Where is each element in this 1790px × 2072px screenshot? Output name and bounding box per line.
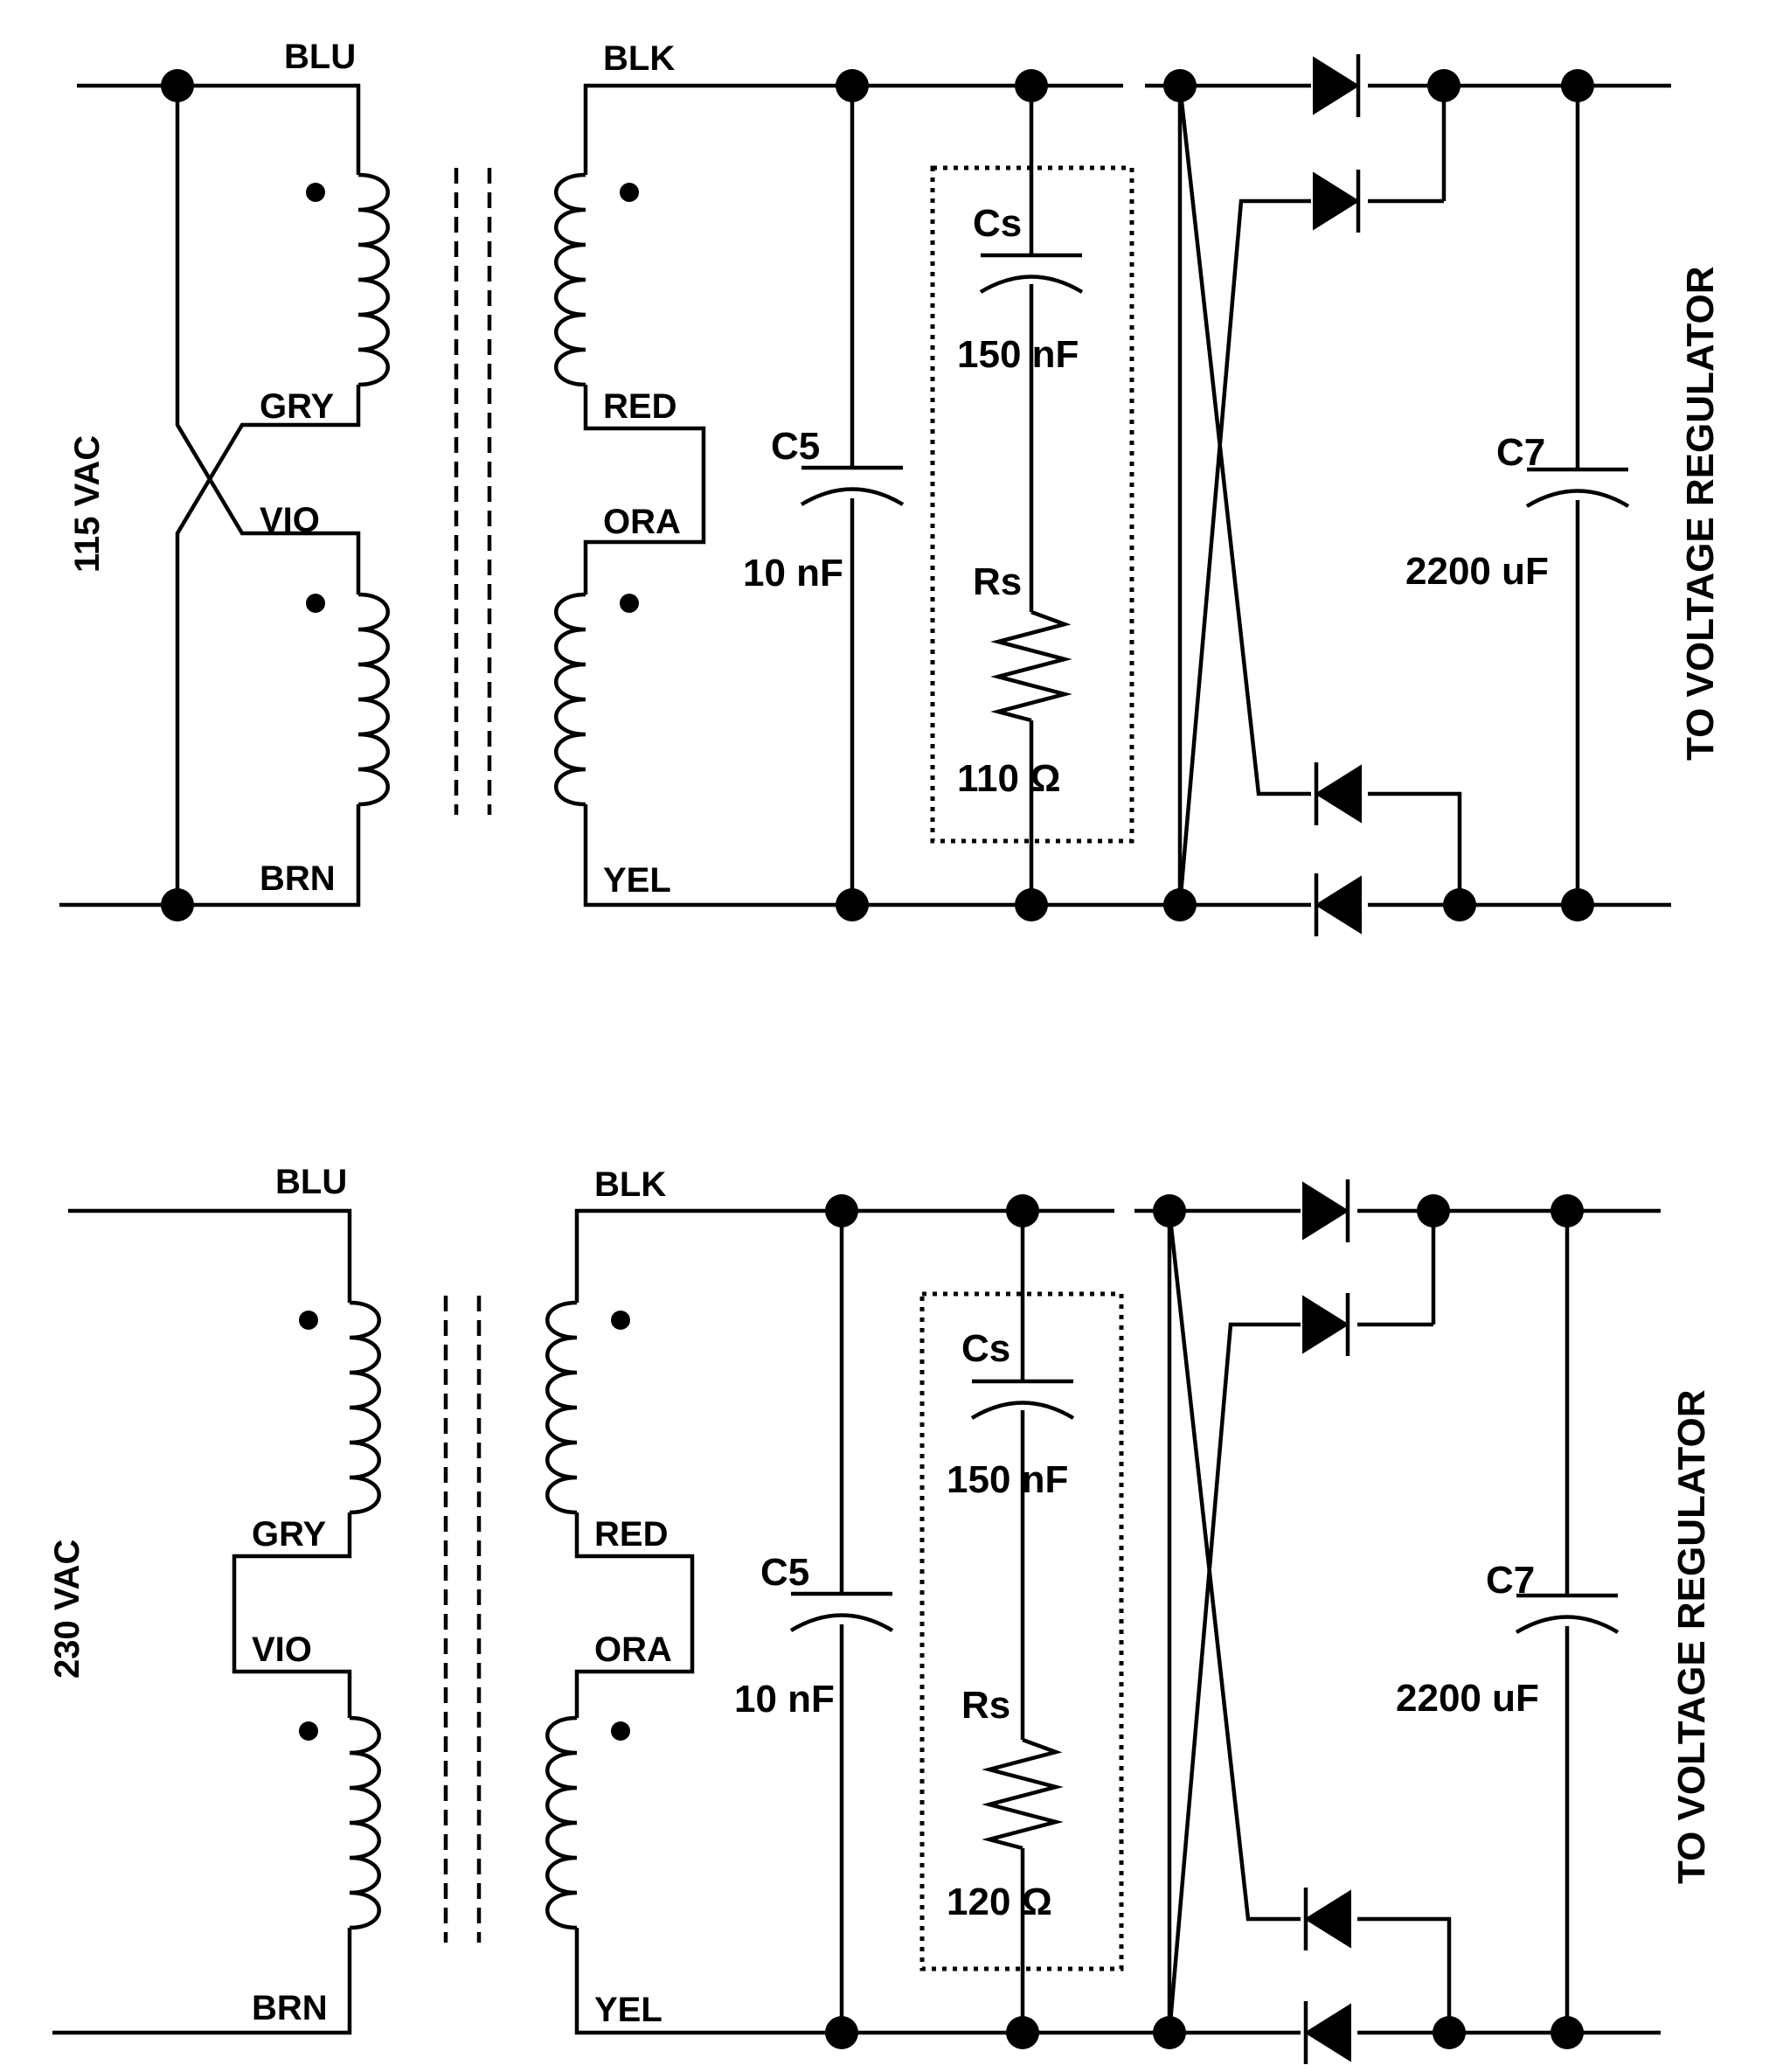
rs-value: 120 Ω <box>947 1881 1052 1923</box>
circuit-230vac: BLU GRY VIO BRN BLK RED ORA YEL 230 VAC … <box>48 1163 1713 2064</box>
diode-d4 <box>1316 873 1360 936</box>
snubber-box <box>930 165 1134 844</box>
label-brn: BRN <box>252 1989 328 2027</box>
capacitor-c7 <box>1516 1194 1618 2049</box>
label-gry: GRY <box>260 387 335 426</box>
label-blu: BLU <box>275 1163 347 1201</box>
label-vio: VIO <box>260 501 320 539</box>
label-blu: BLU <box>284 38 356 76</box>
c5-value: 10 nF <box>734 1678 835 1721</box>
diode-d2 <box>1304 1293 1348 1356</box>
snubber-box <box>919 1291 1124 1971</box>
secondary-coil-upper <box>556 175 586 385</box>
label-ora: ORA <box>603 503 681 541</box>
label-ora: ORA <box>594 1630 672 1669</box>
rs-name: Rs <box>973 560 1022 603</box>
label-red: RED <box>594 1515 668 1554</box>
capacitor-c5 <box>801 69 903 921</box>
diode-d1 <box>1304 1179 1348 1242</box>
label-vio: VIO <box>252 1630 312 1669</box>
cs-name: Cs <box>961 1327 1010 1370</box>
circuit-115vac: BLU GRY VIO BRN BLK RED ORA YEL 115 VAC … <box>59 38 1722 936</box>
c5-name: C5 <box>760 1551 809 1594</box>
input-voltage-label: 230 VAC <box>48 1540 87 1679</box>
cs-name: Cs <box>973 202 1022 245</box>
rs-value: 110 Ω <box>957 757 1061 800</box>
diode-d2 <box>1315 170 1358 233</box>
capacitor-c5 <box>791 1194 892 2049</box>
rs-name: Rs <box>961 1684 1010 1727</box>
label-blk: BLK <box>603 39 675 78</box>
primary-wiring <box>52 1208 379 2035</box>
output-label: TO VOLTAGE REGULATOR <box>1670 1390 1713 1885</box>
diode-d1 <box>1315 54 1358 117</box>
output-label: TO VOLTAGE REGULATOR <box>1679 267 1722 761</box>
label-brn: BRN <box>260 859 336 898</box>
c7-name: C7 <box>1496 431 1545 474</box>
cs-value: 150 nF <box>957 333 1079 376</box>
primary-coil-upper <box>358 175 388 385</box>
bridge-rectifier <box>1134 1179 1661 2064</box>
primary-coil-lower <box>358 594 388 804</box>
c5-value: 10 nF <box>743 552 843 594</box>
bridge-rectifier <box>1145 54 1671 936</box>
c7-value: 2200 uF <box>1405 550 1549 593</box>
secondary-coil-lower <box>556 594 586 804</box>
input-voltage-label: 115 VAC <box>68 435 107 573</box>
label-yel: YEL <box>603 861 671 900</box>
label-gry: GRY <box>252 1515 327 1554</box>
label-blk: BLK <box>594 1165 666 1204</box>
secondary-wiring <box>547 1208 1294 2035</box>
diode-d4 <box>1306 2001 1349 2064</box>
diode-d3 <box>1316 762 1360 825</box>
secondary-wiring <box>556 83 1301 907</box>
secondary-coil-upper <box>547 1303 577 1512</box>
cs-value: 150 nF <box>947 1458 1068 1501</box>
diode-d3 <box>1306 1888 1349 1950</box>
snubber-rc <box>930 69 1134 921</box>
primary-coil-upper <box>350 1303 379 1512</box>
primary-coil-lower <box>350 1718 379 1928</box>
label-yel: YEL <box>594 1991 663 2029</box>
primary-wiring <box>59 69 388 921</box>
capacitor-c7 <box>1527 69 1628 921</box>
secondary-coil-lower <box>547 1718 577 1928</box>
snubber-rc <box>919 1194 1124 2049</box>
c7-value: 2200 uF <box>1396 1677 1539 1720</box>
label-red: RED <box>603 387 676 426</box>
c5-name: C5 <box>771 425 820 468</box>
c7-name: C7 <box>1486 1559 1535 1602</box>
